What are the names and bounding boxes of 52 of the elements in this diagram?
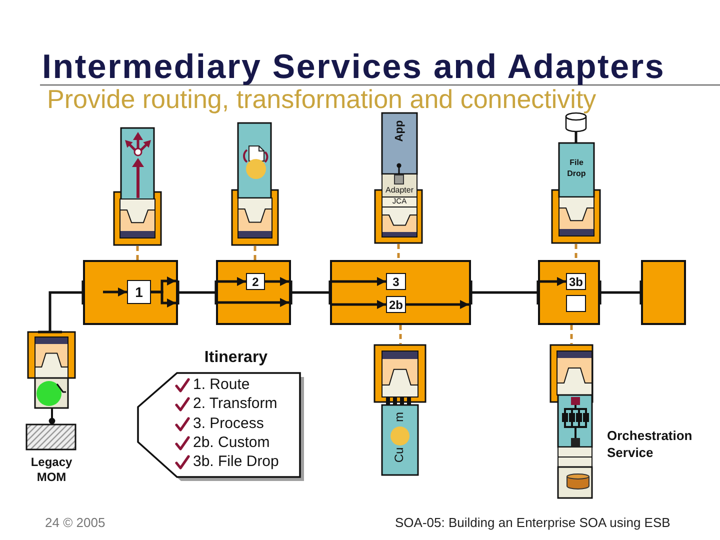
bus-segment — [330, 260, 471, 325]
checklist-item: 3. Process — [193, 415, 264, 433]
dashed-line — [254, 246, 256, 260]
slide-title: Intermediary Services and Adapters — [42, 50, 666, 84]
checklist-item: 2. Transform — [193, 395, 278, 413]
dashed-line — [399, 325, 402, 344]
dashed-line — [570, 325, 573, 344]
dashed-line — [574, 244, 578, 260]
module-label: App — [394, 120, 406, 142]
step-marker: 3b — [566, 273, 586, 290]
arrow — [103, 288, 127, 296]
footer-text: 24 © 2005 — [45, 516, 106, 531]
checklist-item: 2b. Custom — [193, 434, 270, 452]
service-module — [113, 127, 162, 246]
arrow — [265, 277, 289, 286]
step-marker: 1 — [127, 280, 151, 304]
module-caption: Legacy MOM — [30, 455, 74, 485]
step-marker: 3 — [386, 273, 406, 290]
arrow — [151, 290, 176, 308]
module-caption: Orchestration Service — [607, 427, 694, 461]
service-module — [374, 344, 427, 476]
arrow — [218, 277, 246, 286]
step-marker: 2b — [386, 296, 406, 313]
service-module — [374, 112, 423, 244]
bar-connector — [176, 279, 218, 306]
arrow — [332, 300, 386, 309]
arrow — [332, 277, 386, 286]
bar-connector — [598, 279, 642, 306]
module-label: File Drop — [566, 157, 587, 179]
service-module — [551, 112, 601, 244]
empty-marker — [566, 295, 586, 312]
service-module — [231, 122, 279, 246]
checklist-item: 1. Route — [193, 376, 250, 394]
bar-connector — [470, 279, 540, 306]
bus-segment — [216, 260, 291, 325]
checklist-item: 3b. File Drop — [193, 453, 279, 471]
module-label: Adapter — [385, 185, 414, 195]
slide-subtitle: Provide routing, transformation and connectivity — [47, 86, 596, 112]
bus-segment — [641, 260, 686, 325]
bus-segment — [83, 260, 178, 325]
dashed-line — [397, 244, 400, 260]
bar-connector — [36, 279, 84, 334]
bus-segment — [538, 260, 600, 325]
arrow — [406, 300, 469, 309]
dashed-line — [136, 246, 139, 260]
arrow — [540, 277, 566, 286]
module-label: m — [393, 412, 407, 422]
footer-title: SOA-05: Building an Enterprise SOA using ESB — [395, 516, 670, 531]
module-label: Cu — [393, 447, 407, 463]
bar-connector — [290, 279, 332, 306]
step-marker: 2 — [246, 273, 265, 290]
callout-heading: Itinerary — [204, 348, 268, 368]
